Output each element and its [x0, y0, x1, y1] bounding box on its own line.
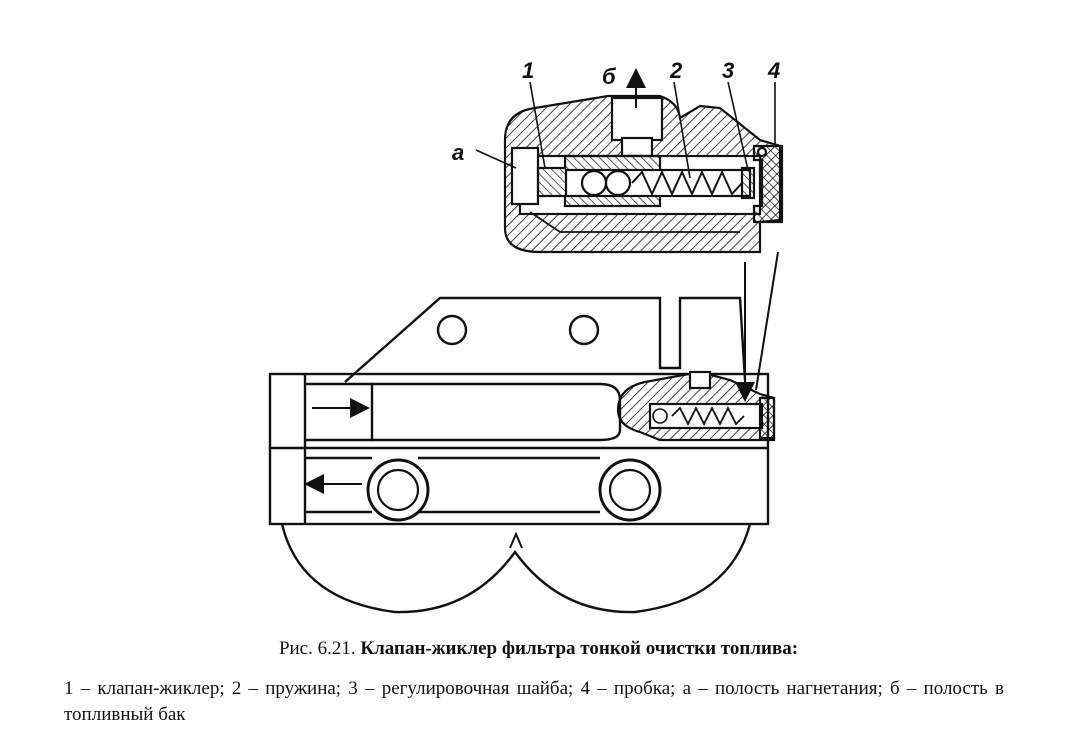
- label-4: 4: [767, 58, 780, 83]
- valve-technical-drawing: 1 б 2 3 4 а: [268, 58, 784, 614]
- bolt-left: [366, 458, 430, 522]
- filter-housing: [268, 296, 770, 614]
- bolt-right: [598, 458, 662, 522]
- plug: [752, 144, 784, 224]
- label-a: а: [452, 140, 464, 165]
- filter-bowls: [280, 523, 752, 614]
- caption-number: Рис. 6.21.: [278, 638, 356, 659]
- mounting-hole-right: [568, 314, 600, 346]
- spring: [631, 169, 743, 197]
- detail-view: [475, 68, 784, 254]
- valve-in-housing: [616, 370, 776, 442]
- figure-caption: Рис. 6.21. Клапан-жиклер фильтра тонкой …: [0, 638, 1077, 660]
- mounting-hole-left: [436, 314, 468, 346]
- ball-1: [580, 169, 608, 197]
- ball-2: [604, 169, 632, 197]
- label-b: б: [602, 64, 617, 89]
- label-1: 1: [522, 58, 534, 83]
- label-3: 3: [722, 58, 734, 83]
- caption-title: Клапан-жиклер фильтра тонкой очистки топ…: [360, 638, 799, 659]
- mounting-bracket: [344, 296, 747, 383]
- inlet-cavity: [510, 146, 540, 206]
- figure-legend: 1 – клапан-жиклер; 2 – пружина; 3 – регу…: [64, 678, 1004, 725]
- adjusting-washer: [740, 166, 756, 200]
- label-2: 2: [669, 58, 683, 83]
